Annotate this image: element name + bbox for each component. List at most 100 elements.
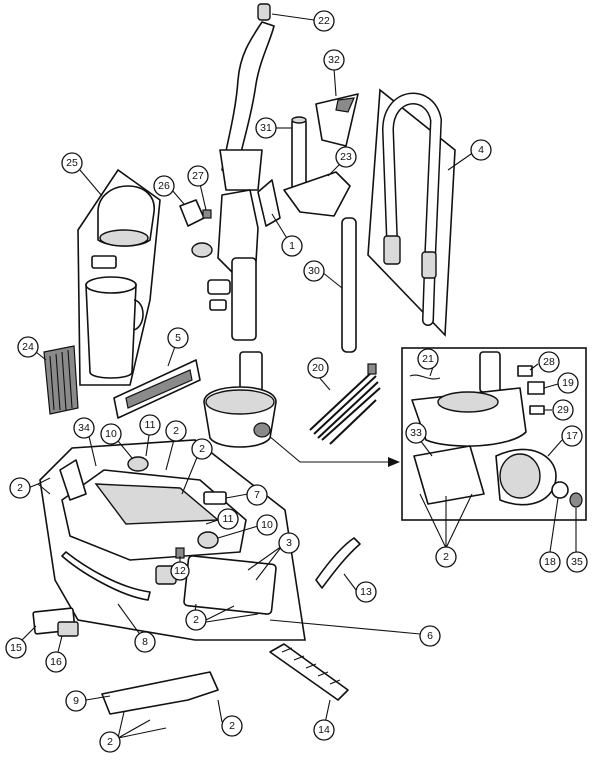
callout-10-upper: 10: [100, 423, 122, 445]
callout-label: 22: [318, 15, 330, 27]
callout-label: 16: [50, 656, 62, 668]
cup-filter-clip: [91, 255, 117, 269]
callout-label: 35: [571, 556, 583, 568]
callout-27: 27: [187, 165, 209, 187]
cord-plug: [367, 363, 377, 375]
body-latch: [207, 279, 231, 295]
callout-28: 28: [538, 351, 560, 373]
callout-label: 1: [289, 240, 295, 252]
cord-coil-20: [309, 371, 381, 445]
leader-18: [549, 497, 559, 553]
rear-plate-1: [257, 179, 281, 227]
callout-5: 5: [167, 327, 189, 349]
hose-end: [421, 251, 437, 279]
callout-label: 21: [422, 353, 434, 365]
hose-inner: [383, 94, 441, 325]
body-column-tube: [231, 257, 257, 341]
callout-label: 2: [17, 482, 23, 494]
callout-label: 19: [562, 377, 574, 389]
clip-29: [529, 405, 545, 415]
motor-detail-box: [401, 347, 587, 521]
callout-label: 27: [192, 170, 204, 182]
callout-label: 9: [73, 695, 79, 707]
callout-label: 15: [10, 642, 22, 654]
callout-label: 2: [199, 443, 205, 455]
housing-port: [253, 422, 271, 438]
leader-3: [247, 545, 283, 581]
callout-label: 26: [158, 180, 170, 192]
callout-2-plate-right: 2: [221, 715, 243, 737]
leader-33: [419, 439, 433, 457]
housing-bowl-rim: [205, 389, 275, 415]
leader-32: [333, 67, 337, 97]
hose-assembly: [381, 92, 443, 326]
callout-label: 31: [260, 122, 272, 134]
callout-18: 18: [539, 551, 561, 573]
leader-2-left: [27, 477, 51, 495]
motor-17-face: [499, 453, 541, 499]
callout-30: 30: [303, 260, 325, 282]
callout-8: 8: [134, 631, 156, 653]
detail-post: [479, 351, 501, 393]
callout-label: 32: [328, 54, 340, 66]
hose-cuff: [383, 235, 401, 265]
leader-34: [87, 431, 97, 467]
leader-4: [447, 151, 475, 171]
pleated-filter: [43, 345, 79, 415]
detail-bowl-rim: [437, 391, 499, 413]
callout-label: 17: [566, 430, 578, 442]
callout-7: 7: [246, 484, 268, 506]
callout-label: 13: [360, 586, 372, 598]
leader-24: [35, 351, 47, 361]
callout-label: 30: [308, 265, 320, 277]
callout-12: 12: [170, 561, 190, 581]
callout-34: 34: [73, 417, 95, 439]
column-clip: [209, 299, 227, 311]
switch-28: [517, 365, 533, 377]
bearing-18: [551, 481, 569, 499]
callout-label: 2: [173, 425, 179, 437]
body-column: [191, 189, 259, 341]
small-parts-upper: [179, 179, 281, 227]
callout-2-b: 2: [191, 438, 213, 460]
wheel-10-upper: [127, 456, 149, 472]
callout-label: 14: [318, 724, 330, 736]
base-assembly: [59, 456, 277, 615]
callout-35: 35: [566, 551, 588, 573]
callout-label: 10: [105, 428, 117, 440]
leader-2-plate-right: [217, 699, 223, 723]
bottom-plate-9: [101, 671, 219, 715]
callout-label: 2: [443, 551, 449, 563]
callout-25: 25: [61, 152, 83, 174]
callout-label: 29: [557, 404, 569, 416]
callout-label: 5: [175, 332, 181, 344]
brushroll-bristles: [281, 647, 341, 685]
callout-label: 33: [410, 427, 422, 439]
motor-detail: [409, 351, 583, 508]
callout-11-lower: 11: [217, 508, 239, 530]
callout-24: 24: [17, 336, 39, 358]
leader-13: [343, 573, 357, 591]
callout-label: 20: [312, 362, 324, 374]
callout-label: 24: [22, 341, 34, 353]
dirt-cup-rim: [85, 276, 137, 294]
callout-label: 11: [223, 513, 234, 525]
cyclone-filter: [43, 345, 79, 415]
leader-22: [271, 13, 315, 21]
callout-10-lower: 10: [256, 514, 278, 536]
callout-20: 20: [307, 357, 329, 379]
leader-23: [327, 163, 341, 177]
callout-6: 6: [419, 625, 441, 647]
leader-25: [79, 169, 103, 197]
extension-wand-30: [341, 217, 357, 353]
washer-35: [569, 492, 583, 508]
motor-housing: [203, 351, 277, 448]
callout-2-left: 2: [9, 477, 31, 499]
callout-label: 34: [78, 422, 90, 434]
switch-19: [527, 381, 545, 395]
leader-27: [199, 183, 207, 211]
switch-16: [57, 621, 79, 637]
callout-16: 16: [45, 651, 67, 673]
callout-bubbles: 22 32 31 23 4 25 26 27 1 30 24 5 20 21 2…: [5, 10, 588, 753]
swivel-neck: [59, 459, 87, 501]
